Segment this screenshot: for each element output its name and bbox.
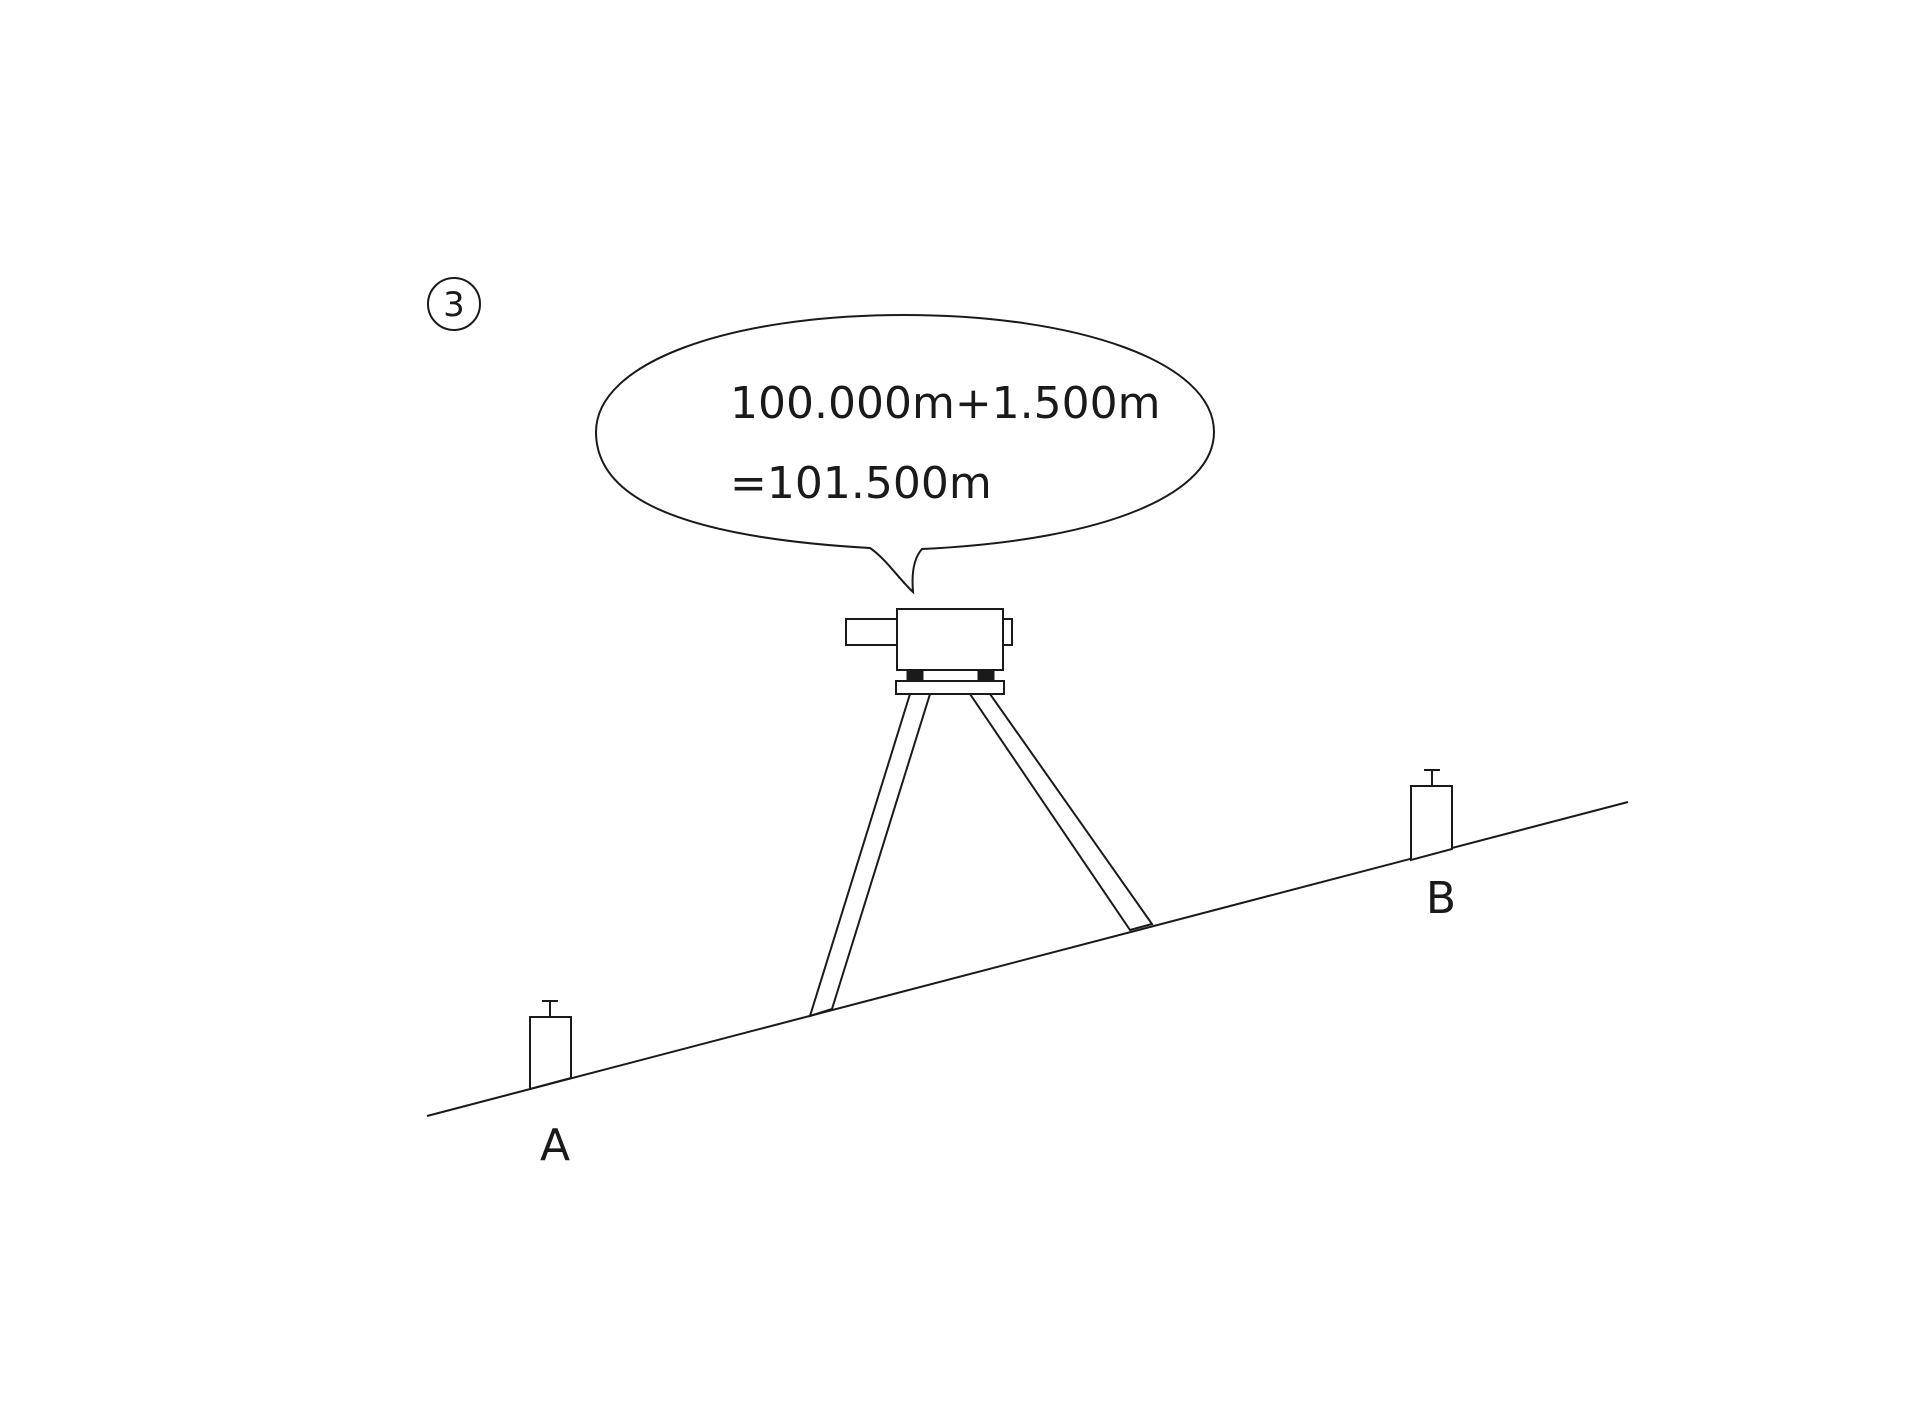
step-number-badge: 3	[427, 277, 481, 331]
speech-bubble-line1: 100.000m+1.500m	[730, 378, 1161, 429]
benchmark-stake-icon	[1410, 785, 1453, 862]
speech-bubble: 100.000m+1.500m =101.500m	[594, 313, 1216, 595]
level-eyepiece	[845, 618, 899, 646]
level-screw-right	[977, 669, 995, 682]
level-base-plate	[895, 680, 1005, 695]
benchmark-b: B	[1410, 769, 1456, 924]
point-b-label: B	[1426, 873, 1456, 924]
step-number: 3	[443, 285, 465, 325]
speech-bubble-outline	[594, 313, 1216, 595]
tripod-leg-left	[808, 693, 932, 1018]
surveying-level-icon	[845, 608, 1013, 695]
tripod-leg-right	[968, 693, 1154, 932]
benchmark-stake-icon	[529, 1016, 572, 1091]
tripod-icon	[808, 693, 1154, 1018]
point-a-label: A	[540, 1120, 570, 1171]
speech-bubble-line2: =101.500m	[730, 458, 992, 509]
benchmark-a: A	[529, 1000, 572, 1171]
level-body	[896, 608, 1004, 671]
level-screw-left	[906, 669, 924, 682]
step-circle-icon	[427, 277, 481, 331]
